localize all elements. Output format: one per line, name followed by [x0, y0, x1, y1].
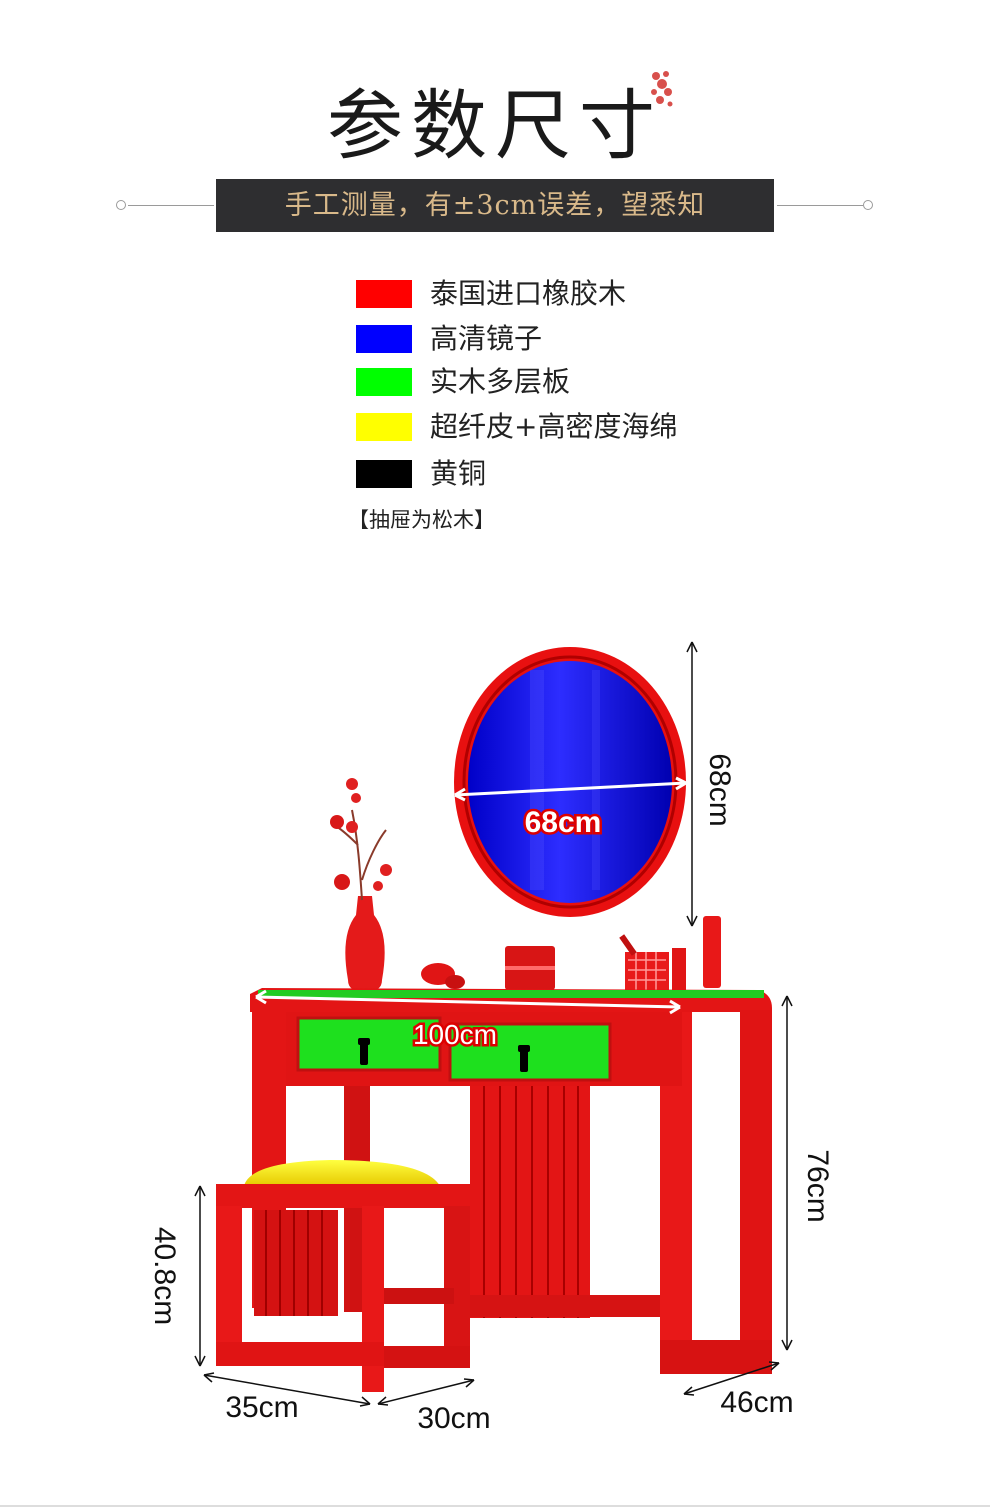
bottom-divider [0, 1505, 990, 1507]
legend-swatch-black [356, 460, 412, 488]
mirror-height-arrowheads [686, 641, 698, 927]
table-width-label: 100cm [413, 1019, 497, 1050]
drawer-material-note: 【抽屉为松木】 [348, 508, 495, 532]
stool-width-arrow [203, 1374, 371, 1405]
table-depth-arrowheads [683, 1361, 780, 1396]
legend-label: 泰国进口橡胶木 [430, 277, 627, 310]
cosmetics-set [421, 916, 721, 992]
stool-depth-arrowheads [377, 1378, 475, 1406]
legend-item-rubberwood: 泰国进口橡胶木 [356, 278, 756, 310]
right-divider-line [777, 205, 863, 206]
table-height-label: 76cm [801, 1149, 834, 1222]
legend-label: 高清镜子 [430, 322, 543, 355]
legend-item-plywood: 实木多层板 [356, 366, 756, 398]
stool-depth-arrow [377, 1379, 475, 1405]
legend-label: 实木多层板 [430, 365, 571, 398]
dressing-table-diagram: 68cm 68cm [148, 641, 834, 1435]
table-width-arrowheads [255, 989, 681, 1015]
page-title: 参数尺寸 [327, 81, 663, 170]
stool-depth-label: 30cm [417, 1402, 490, 1435]
mirror-width-label: 68cm [525, 806, 602, 839]
stool-height-label: 40.8cm [148, 1227, 181, 1325]
legend-item-leather-foam: 超纤皮+高密度海绵 [356, 411, 756, 443]
table-depth-label: 46cm [720, 1386, 793, 1419]
legend-item-mirror: 高清镜子 [356, 323, 756, 355]
stool [216, 1160, 470, 1392]
flower-vase [330, 778, 392, 992]
table-depth-arrow [683, 1362, 780, 1395]
mirror-height-label: 68cm [703, 753, 736, 826]
legend-swatch-blue [356, 325, 412, 353]
legend-label: 超纤皮+高密度海绵 [430, 410, 678, 443]
legend-swatch-yellow [356, 413, 412, 441]
stool-width-label: 35cm [225, 1391, 298, 1424]
table-height-arrowheads [781, 995, 793, 1351]
round-mirror [454, 647, 686, 917]
stool-height-arrowheads [194, 1185, 206, 1367]
table-width-arrow [255, 995, 681, 1009]
left-divider-dot [116, 200, 126, 210]
right-divider-dot [863, 200, 873, 210]
legend-label: 黄铜 [430, 457, 487, 490]
mirror-width-arrowheads [454, 776, 687, 802]
drawer-handles [358, 1038, 530, 1072]
legend-item-brass: 黄铜 [356, 458, 756, 490]
legend-swatch-green [356, 368, 412, 396]
stool-width-arrowheads [203, 1372, 371, 1407]
mirror-width-arrow [454, 781, 687, 797]
left-divider-line [128, 205, 214, 206]
measurement-notice-banner: 手工测量，有±3cm误差，望悉知 [216, 179, 774, 232]
legend-swatch-red [356, 280, 412, 308]
seal-stamp-icon [651, 71, 673, 107]
